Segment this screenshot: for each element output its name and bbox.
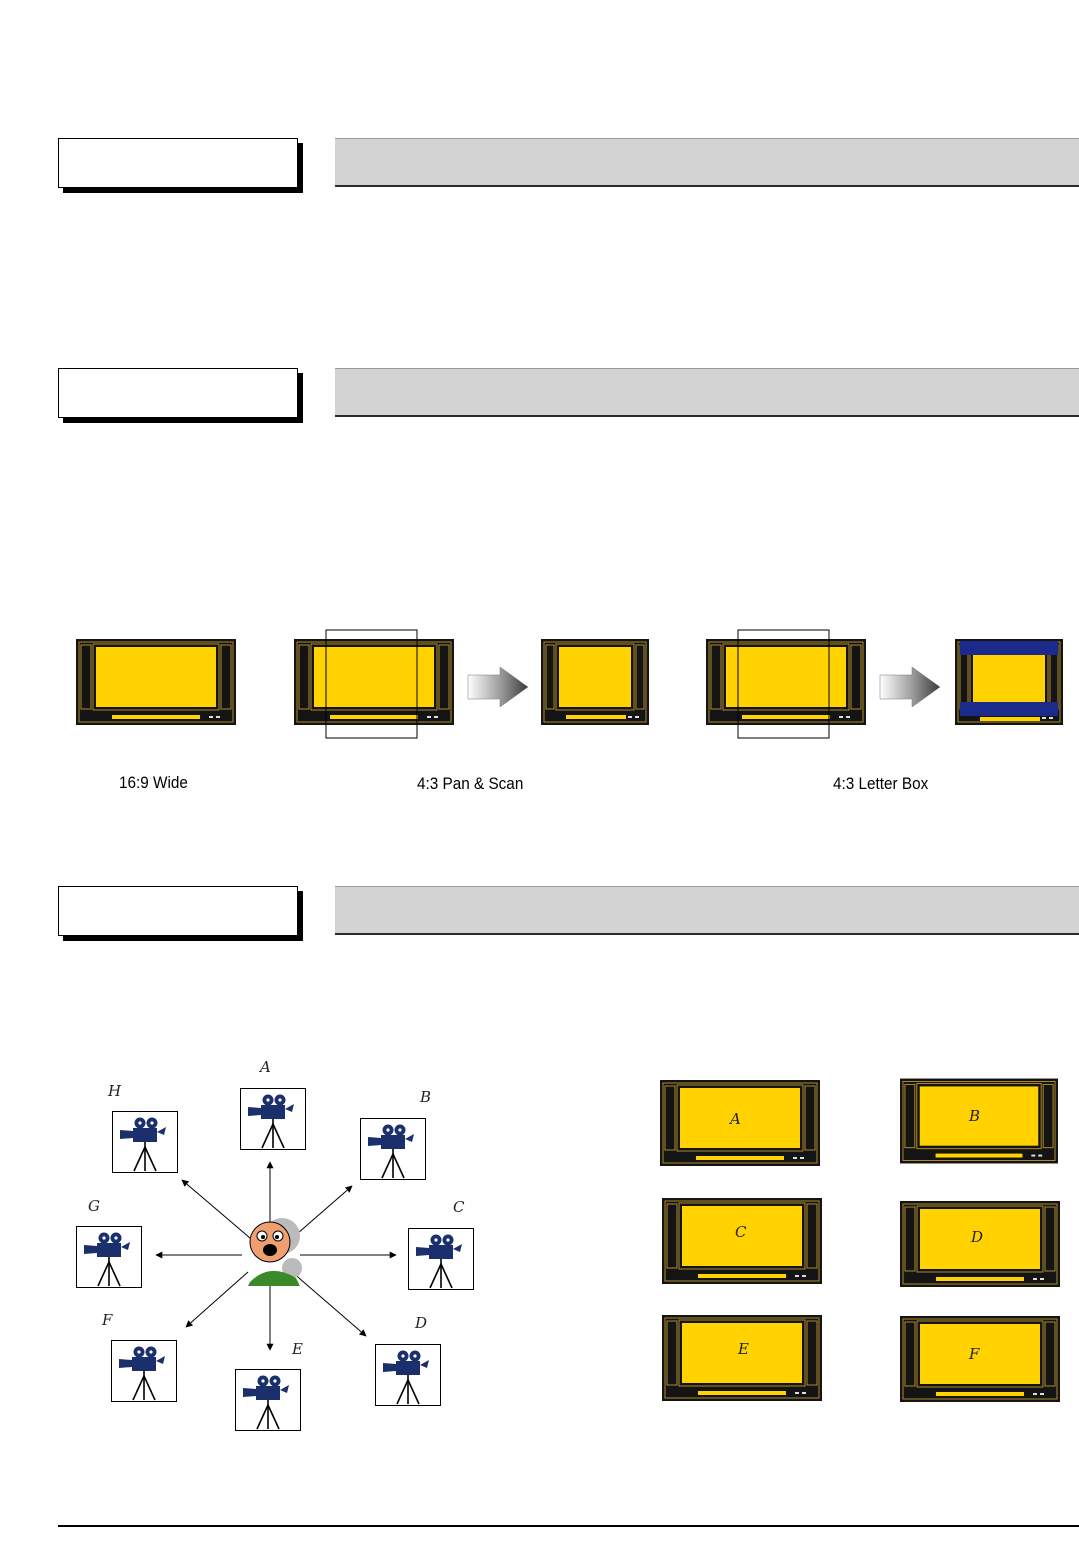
camera-label-a: A (258, 1058, 271, 1076)
multi-angle-camera-diagram: A B C D E F G H (76, 1058, 474, 1432)
screen-label-b: B (968, 1107, 980, 1125)
screen-label-a: A (728, 1110, 741, 1128)
section-2-title-box (58, 368, 298, 418)
section-3-title-box (58, 886, 298, 936)
movie-camera-icon-e (235, 1368, 301, 1432)
arrow-right-icon (879, 666, 941, 708)
camera-label-c: C (453, 1198, 465, 1216)
movie-camera-icon-a (240, 1088, 306, 1150)
tv-icon-screen-f (900, 1315, 1060, 1403)
tv-icon-pan-scan-source (293, 629, 455, 739)
caption-16-9-wide: 16:9 Wide (119, 773, 188, 792)
caption-4-3-pan-scan: 4:3 Pan & Scan (417, 774, 524, 793)
screen-label-e: E (737, 1340, 749, 1358)
tv-icon-letter-box-result (955, 639, 1063, 725)
camera-label-h: H (107, 1082, 122, 1100)
movie-camera-icon-f (111, 1340, 177, 1402)
tv-icon-screen-c (662, 1198, 822, 1284)
camera-label-b: B (419, 1088, 431, 1106)
cartoon-viewer-icon (248, 1218, 302, 1286)
camera-label-d: D (414, 1314, 427, 1332)
movie-camera-icon-d (375, 1344, 441, 1406)
tv-icon-screen-e (662, 1315, 822, 1401)
footer-rule (58, 1525, 1079, 1527)
aspect-ratio-diagram (75, 629, 1063, 739)
screen-label-f: F (968, 1345, 980, 1363)
section-3-header-bar (335, 886, 1079, 935)
section-2-header-bar (335, 368, 1079, 417)
camera-label-e: E (291, 1340, 303, 1358)
movie-camera-icon-c (408, 1228, 474, 1290)
movie-camera-icon-b (360, 1118, 426, 1180)
direction-arrows (155, 1161, 397, 1351)
movie-camera-icon-h (112, 1111, 178, 1173)
camera-label-g: G (88, 1197, 100, 1215)
caption-4-3-letter-box: 4:3 Letter Box (833, 774, 929, 793)
tv-icon-pan-scan-result (541, 639, 649, 725)
arrow-right-icon (467, 666, 529, 708)
movie-camera-icon-g (76, 1226, 142, 1288)
tv-icon-letter-box-source (705, 629, 867, 739)
camera-label-f: F (101, 1311, 113, 1329)
multi-angle-screens: A B C D E F (660, 1078, 1060, 1403)
tv-icon-wide (75, 639, 237, 725)
screen-label-d: D (970, 1228, 983, 1246)
section-1-header-bar (335, 138, 1079, 187)
section-1-title-box (58, 138, 298, 188)
screen-label-c: C (735, 1223, 747, 1241)
